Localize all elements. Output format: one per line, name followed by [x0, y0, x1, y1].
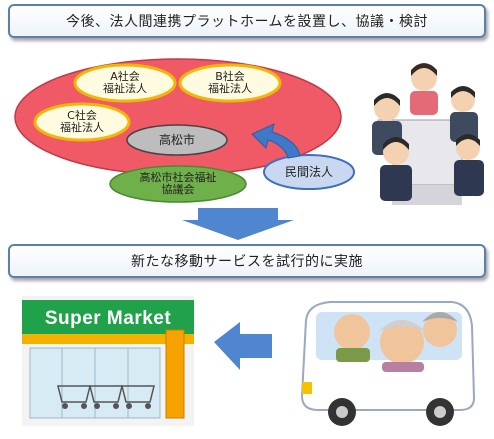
private-ellipse [263, 154, 355, 190]
bottom-banner: 新たな移動サービスを試行的に実施 [8, 244, 486, 278]
city-ellipse [126, 124, 228, 156]
supermarket-illustration [22, 296, 194, 426]
org-b-label: B社会 福祉法人 [200, 71, 260, 95]
council-line1: 高松市社会福祉 [139, 171, 217, 184]
org-b-line1: B社会 [215, 70, 245, 83]
org-c-ellipse [33, 102, 131, 142]
org-a-line2: 福祉法人 [103, 82, 147, 95]
org-c-line1: C社会 [67, 109, 97, 122]
private-label: 民間法人 [284, 165, 333, 179]
org-c-label: C社会 福祉法人 [52, 110, 112, 134]
council-label: 高松市社会福祉 協議会 [118, 172, 238, 196]
org-b-line2: 福祉法人 [208, 82, 252, 95]
org-a-line1: A社会 [110, 70, 140, 83]
city-label: 高松市 [158, 133, 195, 147]
org-a-ellipse [73, 63, 177, 103]
org-a-label: A社会 福祉法人 [95, 71, 155, 95]
meeting-illustration [372, 63, 484, 205]
top-banner: 今後、法人間連携プラットホームを設置し、協議・検討 [8, 4, 486, 38]
council-line2: 協議会 [161, 183, 195, 196]
bottom-illustrations [22, 296, 476, 426]
org-c-line2: 福祉法人 [60, 121, 104, 134]
van-illustration [300, 301, 476, 426]
collaboration-diagram [14, 58, 484, 240]
org-b-ellipse [178, 63, 282, 103]
top-banner-text: 今後、法人間連携プラットホームを設置し、協議・検討 [65, 14, 429, 30]
down-arrow [182, 208, 294, 240]
left-arrow [214, 322, 272, 370]
bottom-banner-text: 新たな移動サービスを試行的に実施 [131, 254, 363, 270]
private-to-platform-arrow [251, 123, 301, 159]
council-ellipse [109, 165, 247, 203]
supermarket-sign: Super Market [44, 308, 172, 329]
